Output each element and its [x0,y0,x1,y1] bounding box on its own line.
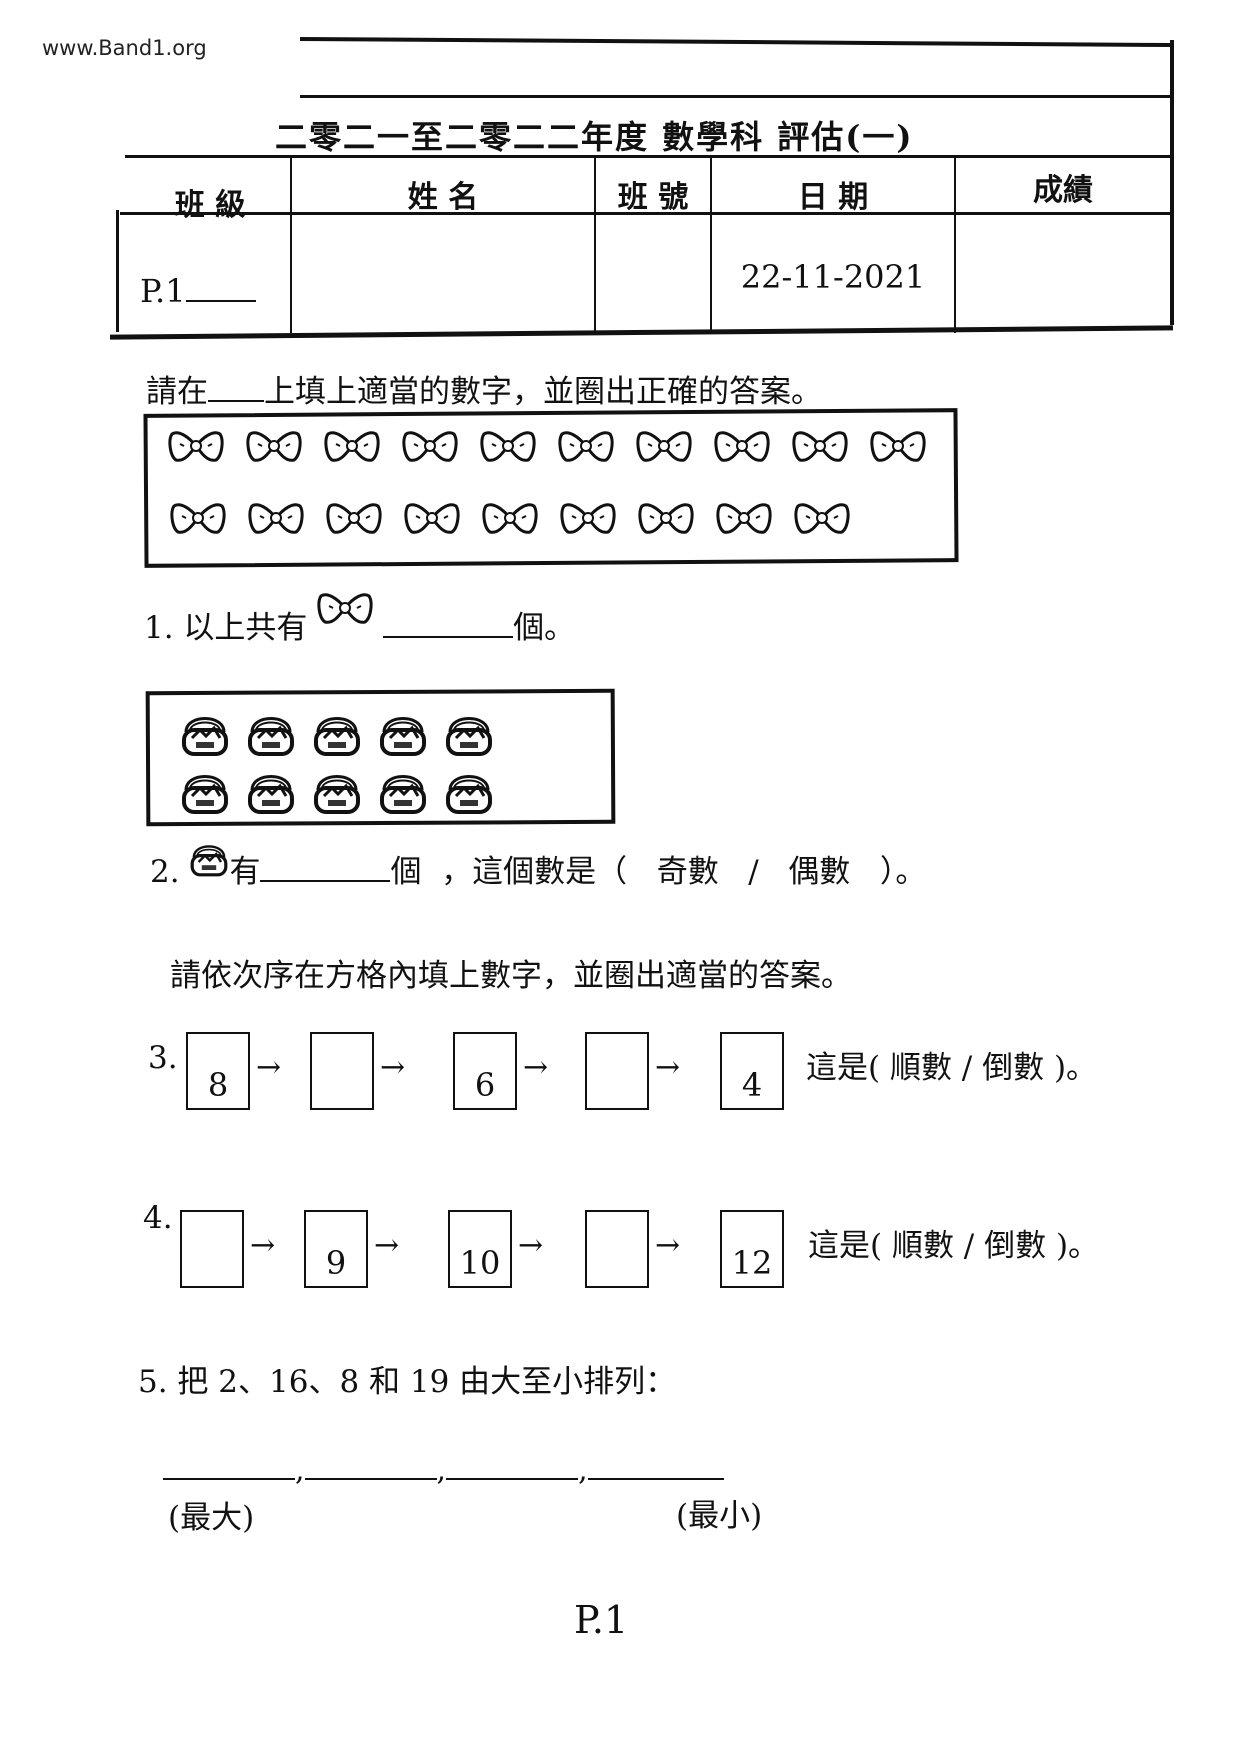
bow-icon [404,500,460,540]
arrow-icon: → [374,1228,400,1263]
basket-icon [312,708,362,762]
header-divider [300,95,1173,98]
bow-icon [402,428,458,468]
q5-answer-blanks: ,,, [163,1448,724,1488]
instruction-2: 請依次序在方格內填上數字，並圈出適當的答案。 [170,958,852,994]
bow-icon [638,500,694,540]
table-col-divider [290,155,292,333]
answer-blank-3[interactable] [446,1448,579,1480]
answer-blank-2[interactable] [304,1448,437,1480]
basket-icon [444,708,494,762]
class-field[interactable]: P.1 [140,268,256,310]
bow-icon [482,500,538,540]
number-box: 8 [186,1032,250,1110]
baskets-row-2 [180,766,540,820]
arrow-icon: → [380,1050,406,1085]
table-top-line [125,155,1173,158]
option-odd[interactable]: 奇數 [656,854,719,890]
bow-icon [246,428,302,468]
header-top-border [299,36,1174,48]
instruction-1: 請在上填上適當的數字，並圈出正確的答案。 [146,366,822,411]
bow-icon [168,428,224,468]
table-left-line [116,210,119,332]
header-class: 班 級 [174,188,246,223]
page-title: 二零二一至二零二二年度 數學科 評估(一) [275,118,914,156]
empty-number-box[interactable] [585,1032,649,1110]
option-even[interactable]: 偶數 [788,854,851,890]
empty-number-box[interactable] [180,1210,244,1288]
empty-number-box[interactable] [585,1210,649,1288]
bow-icon [558,428,614,468]
arrow-icon: → [655,1050,681,1085]
basket-icon [180,708,230,762]
basket-icon [312,766,362,820]
bows-row-1 [168,428,948,468]
q4-number: 4. [143,1200,173,1236]
q1-answer-blank[interactable] [383,605,514,638]
date-value: 22-11-2021 [740,258,926,296]
question-2: 2. 有個 ，這個數是（ 奇數 / 偶數 ）。 [150,845,926,891]
bow-icon [714,428,770,468]
number-box: 12 [720,1210,784,1288]
table-col-divider [954,155,956,333]
arrow-icon: → [523,1050,549,1085]
bow-icon [560,500,616,540]
arrow-icon: → [256,1050,282,1085]
basket-icon [378,766,428,820]
bow-icon [324,428,380,468]
bow-icon [480,428,536,468]
number-box: 9 [304,1210,368,1288]
name-field[interactable] [292,220,594,330]
bow-icon [716,500,772,540]
arrow-icon: → [655,1228,681,1263]
bow-icon [794,500,850,540]
bow-icon [248,500,304,540]
answer-blank-1[interactable] [163,1448,295,1480]
question-1: 1. 以上共有 個。 [144,593,575,647]
basket-icon [246,766,296,820]
bow-icon [792,428,848,468]
bow-icon [636,428,692,468]
arrow-icon: → [250,1228,276,1263]
table-header-line [120,212,1173,215]
number-box: 6 [453,1032,517,1110]
q3-number: 3. [148,1040,178,1076]
header-score: 成績 [1033,173,1093,208]
basket-icon [444,766,494,820]
bow-icon [870,428,926,468]
bow-icon [170,500,226,540]
page-number: P.1 [574,1598,629,1642]
arrow-icon: → [518,1228,544,1263]
class-number-field[interactable] [596,220,710,330]
empty-number-box[interactable] [310,1032,374,1110]
basket-icon [180,766,230,820]
header-date: 日 期 [797,180,869,215]
table-col-divider [710,155,712,333]
bows-row-2 [170,500,950,540]
basket-icon [378,708,428,762]
header-class-number: 班 號 [617,180,689,215]
class-value: P.1 [140,272,186,310]
header-right-border [1170,40,1174,325]
watermark: www.Band1.org [42,36,207,60]
table-col-divider [594,155,596,333]
q3-choice[interactable]: 這是( 順數 / 倒數 )。 [806,1050,1098,1086]
label-smallest: (最小) [676,1498,763,1534]
bow-icon [317,590,373,634]
bow-icon [326,500,382,540]
number-box: 4 [720,1032,784,1110]
q4-choice[interactable]: 這是( 順數 / 倒數 )。 [808,1228,1100,1264]
answer-blank-4[interactable] [587,1448,724,1480]
header-name: 姓 名 [407,180,479,215]
score-field[interactable] [956,220,1170,330]
q2-answer-blank[interactable] [260,849,391,882]
number-box: 10 [448,1210,512,1288]
baskets-row-1 [180,708,540,762]
label-largest: (最大) [168,1500,255,1536]
basket-icon [189,838,229,886]
basket-icon [246,708,296,762]
question-5: 5. 把 2、16、8 和 19 由大至小排列： [138,1364,677,1400]
